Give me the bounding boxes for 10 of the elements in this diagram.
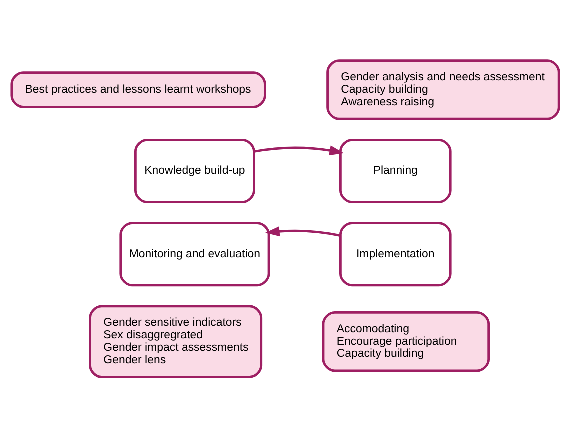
arrow [254, 145, 344, 156]
node-box: Implementation [340, 222, 452, 286]
node-box: Accomodating Encourage participation Capacity building [322, 310, 490, 372]
node-box: Monitoring and evaluation [120, 222, 270, 286]
arrow [265, 226, 341, 236]
node-box: Knowledge build-up [134, 138, 256, 203]
node-box: Gender sensitive indicators Sex disaggregrated Gender impact assessments Gender lens [89, 304, 263, 378]
node-box: Planning [340, 138, 452, 203]
node-box: Gender analysis and needs assessment Capacity building Awareness raising [326, 59, 560, 120]
node-box: Best practices and lessons learnt workshops [10, 71, 266, 108]
